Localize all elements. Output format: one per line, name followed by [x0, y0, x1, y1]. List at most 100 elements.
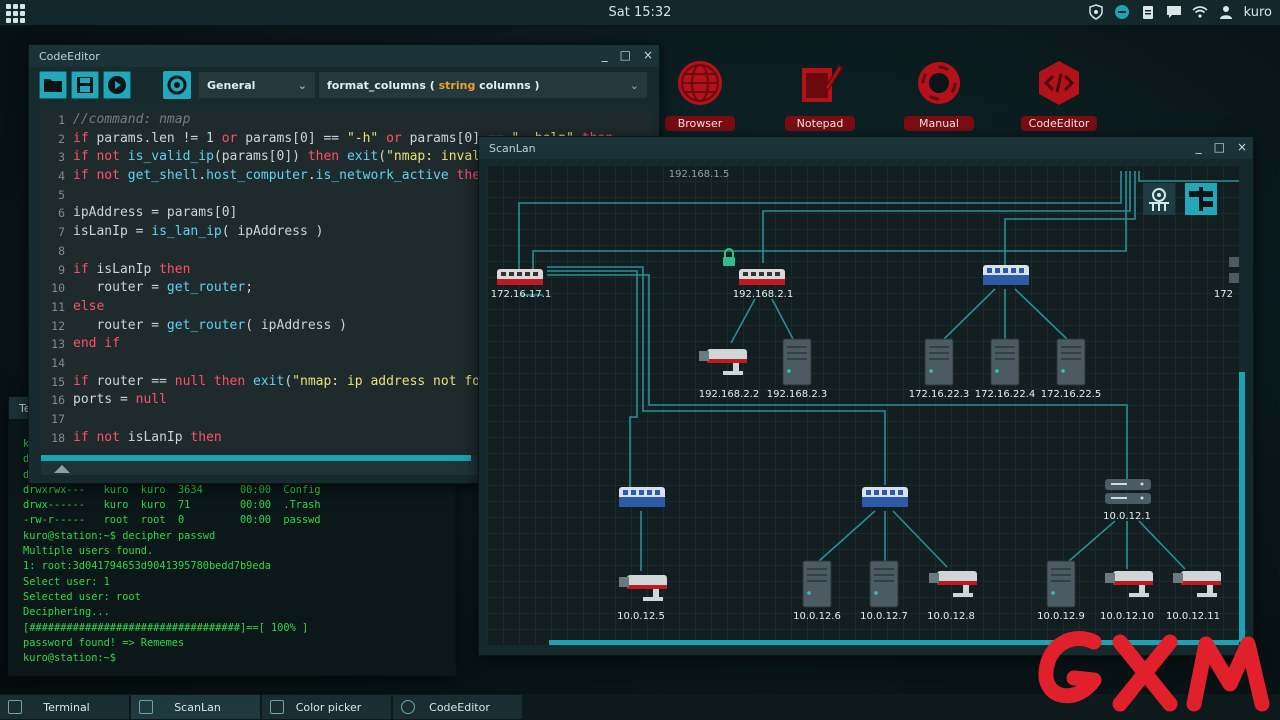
shield-icon[interactable]	[1088, 4, 1104, 20]
terminal-line: -rw-r----- root root 0 00:00 passwd	[23, 514, 321, 527]
node-label: 10.0.12.7	[860, 611, 908, 622]
desktop-icon-manual[interactable]: Manual	[889, 58, 989, 131]
code-line: 12 router = get_router( ipAddress )	[41, 317, 653, 336]
code-text: router = get_router( ipAddress )	[73, 317, 347, 333]
node-label: 172.16.22.3	[908, 389, 970, 400]
run-button[interactable]	[103, 71, 131, 99]
scan-network-icon[interactable]	[1143, 183, 1175, 215]
window-title[interactable]: CodeEditor	[29, 45, 659, 67]
code-text: ports = null	[73, 392, 167, 408]
node-label: 10.0.12.5	[617, 611, 665, 622]
terminal-line: 1: root:3d041794653d9041395780bedd7b9eda	[23, 560, 271, 573]
node-label: 172	[1213, 289, 1233, 300]
help-button[interactable]	[163, 71, 191, 99]
desktop-icon-browser[interactable]: Browser	[650, 58, 750, 131]
camera-group	[619, 349, 1221, 601]
terminal-line: [##################################]==[ …	[23, 621, 309, 634]
line-number: 10	[51, 281, 65, 296]
router-icon-2	[739, 269, 785, 285]
save-button[interactable]	[71, 71, 99, 99]
chevron-down-icon: ⌄	[297, 78, 307, 92]
network-links	[497, 171, 1239, 608]
vertical-scrollbar[interactable]	[1239, 372, 1245, 642]
lifebuoy-icon	[167, 75, 187, 95]
line-number: 6	[58, 206, 65, 221]
terminal-line: Select user: 1	[23, 575, 110, 588]
floppy-icon	[77, 77, 93, 93]
code-line: 10 router = get_router;	[41, 279, 653, 298]
line-number: 12	[51, 318, 65, 333]
wifi-icon[interactable]	[1192, 4, 1208, 20]
desktop-icon-label: CodeEditor	[1020, 116, 1098, 131]
taskbar-item-codeeditor[interactable]: CodeEditor	[393, 695, 522, 719]
code-text: router = get_router;	[73, 280, 254, 296]
desktop-icon-label: Notepad	[785, 116, 855, 131]
desktop-icon-label: Manual	[904, 116, 974, 131]
code-text: if isLanIp then	[73, 261, 191, 277]
line-number: 14	[51, 355, 65, 370]
node-label: 172.16.17.1	[490, 289, 552, 300]
node-label: 10.0.12.9	[1037, 611, 1085, 622]
apps-grid-icon[interactable]	[6, 4, 26, 23]
minimize-button[interactable]: _	[1195, 140, 1202, 154]
folder-icon	[44, 79, 62, 92]
watermark-logo	[1038, 631, 1270, 712]
chat-icon[interactable]	[1166, 4, 1182, 20]
network-map[interactable]: 192.168.1.5 172.16.17.1 192.168.2.1 192.…	[487, 165, 1239, 645]
terminal-line: Deciphering...	[23, 606, 110, 619]
router-stack-icon	[1105, 479, 1151, 504]
horizontal-scrollbar[interactable]	[549, 640, 1239, 645]
triangle-up-icon[interactable]	[53, 464, 71, 474]
line-number: 15	[51, 374, 65, 389]
desktop-icon-notepad[interactable]: Notepad	[770, 58, 870, 131]
close-button[interactable]: ×	[642, 48, 653, 62]
minimize-button[interactable]: _	[601, 48, 608, 62]
maximize-button[interactable]: □	[1213, 140, 1225, 154]
taskbar-item-terminal[interactable]: Terminal	[0, 695, 129, 719]
function-select[interactable]: format_columns ( string columns ) ⌄	[319, 72, 647, 98]
taskbar-item-color-picker[interactable]: Color picker	[262, 695, 391, 719]
line-number: 16	[51, 393, 65, 408]
maximize-button[interactable]: □	[619, 48, 631, 62]
node-label: 10.0.12.1	[1103, 511, 1151, 522]
horizontal-scrollbar[interactable]	[41, 455, 471, 461]
code-line: 8	[41, 242, 653, 261]
layout-tree-icon[interactable]	[1185, 183, 1217, 215]
vpn-icon[interactable]	[1114, 4, 1130, 20]
code-line: 16 ports = null	[41, 391, 653, 410]
window-title[interactable]: ScanLan	[479, 137, 1253, 159]
node-label: 192.168.1.5	[668, 169, 730, 180]
username: kuro	[1243, 4, 1272, 20]
line-number: 5	[58, 187, 65, 202]
line-number: 4	[58, 169, 65, 184]
line-number: 18	[51, 430, 65, 445]
desktop-icon-codeeditor[interactable]: CodeEditor	[1009, 58, 1109, 131]
notepad-icon	[802, 64, 844, 102]
line-number: 17	[51, 412, 65, 426]
terminal-line: kuro@station:~$	[23, 652, 116, 665]
node-label: 10.0.12.10	[1099, 611, 1155, 622]
terminal-line: drwx------ kuro kuro 71 00:00 .Trash	[23, 499, 321, 512]
scanlan-window[interactable]: ScanLan _ □ ×	[478, 136, 1254, 656]
clipboard-icon[interactable]	[1140, 4, 1156, 20]
open-file-button[interactable]	[39, 71, 67, 99]
terminal-icon	[8, 700, 22, 714]
user-icon[interactable]	[1218, 4, 1234, 20]
node-label: 192.168.2.2	[698, 389, 760, 400]
play-icon	[108, 76, 126, 94]
category-select[interactable]: General ⌄	[199, 72, 315, 98]
code-text: //command: nmap	[73, 112, 191, 127]
node-label: 10.0.12.6	[793, 611, 841, 622]
close-button[interactable]: ×	[1236, 140, 1247, 154]
taskbar-item-scanlan[interactable]: ScanLan	[131, 695, 260, 719]
system-tray: kuro	[1088, 4, 1272, 20]
desktop-icon-label: Browser	[665, 116, 735, 131]
switch-icon-s5	[862, 487, 908, 507]
switch-icon-s4	[619, 487, 665, 507]
network-icon	[139, 700, 153, 714]
node-label: 10.0.12.11	[1165, 611, 1221, 622]
node-label: 172.16.22.5	[1040, 389, 1102, 400]
